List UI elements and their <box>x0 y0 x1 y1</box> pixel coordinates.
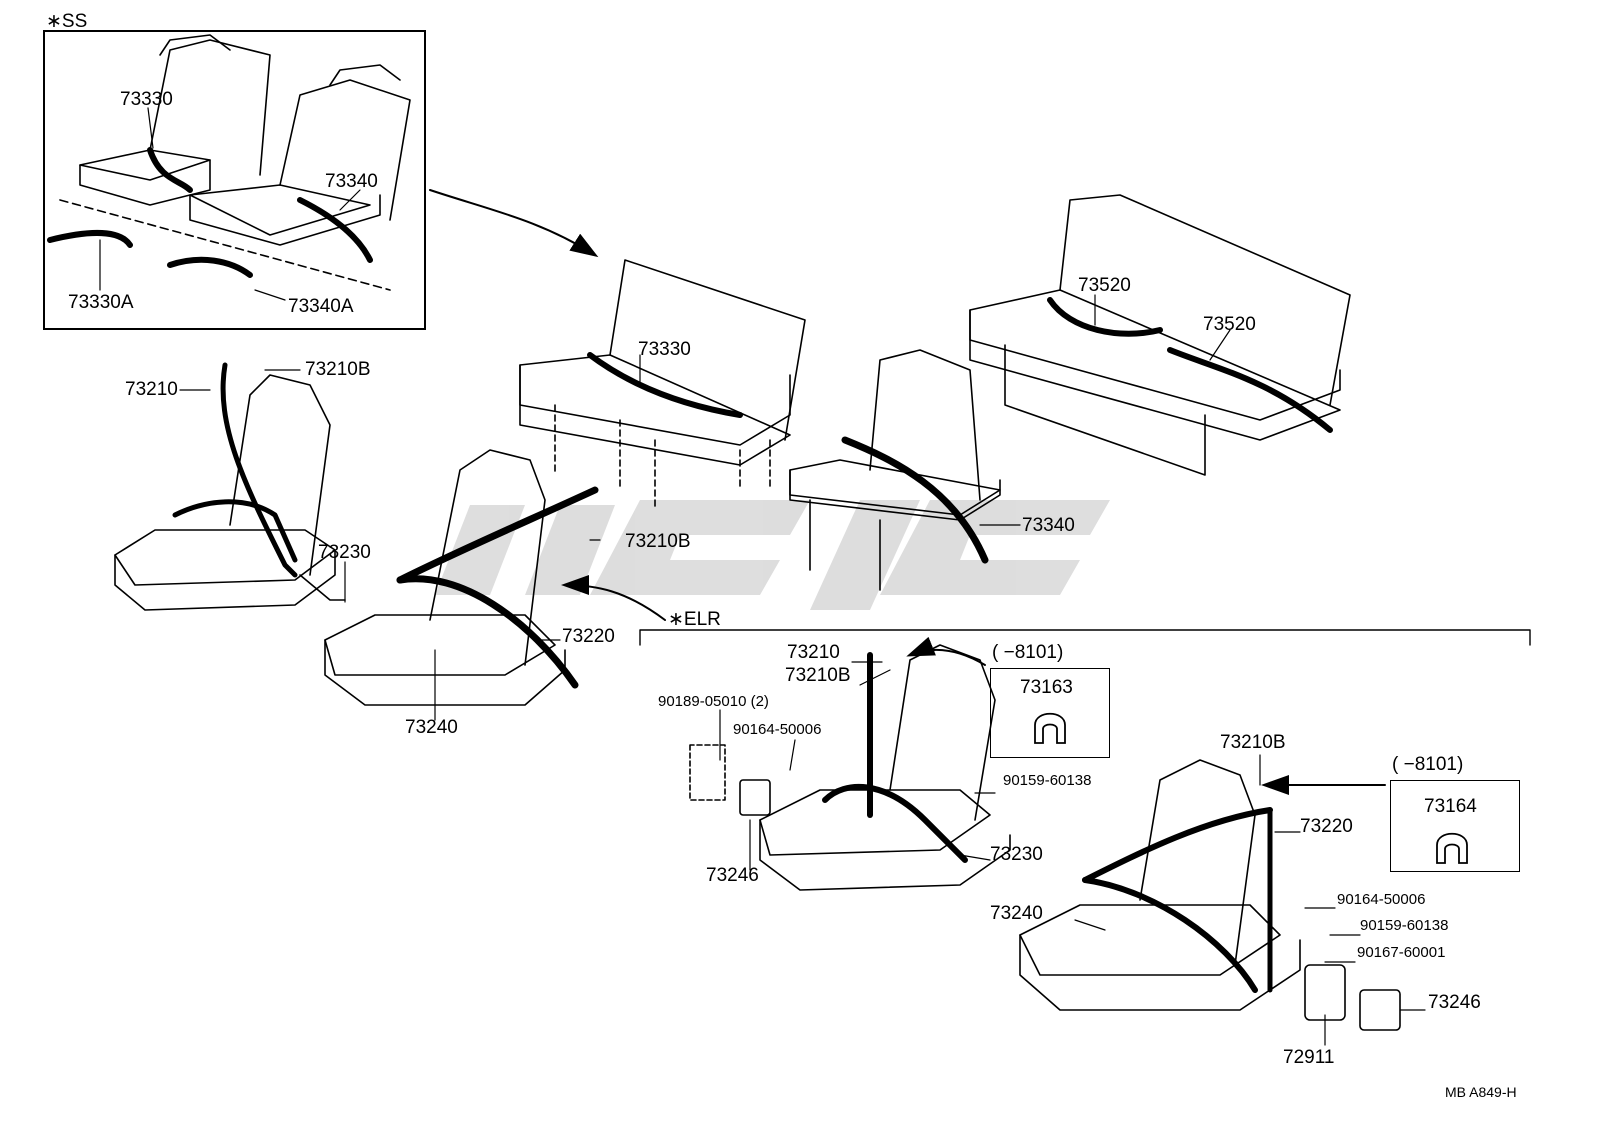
part-label-90164-50006: 90164-50006 <box>733 721 822 738</box>
ss-inset-frame <box>43 30 426 330</box>
part-label-90167-60001: 90167-60001 <box>1357 944 1446 961</box>
rear-bench-drawing <box>519 259 806 511</box>
third-row-bench-drawing <box>969 194 1351 476</box>
part-label-73240: 73240 <box>405 717 458 738</box>
note-box-73163 <box>990 668 1110 758</box>
arrow-elr-left-detail <box>906 636 986 666</box>
part-label-73246-elr: 73246 <box>706 865 759 886</box>
part-label-73330: 73330 <box>120 89 173 110</box>
part-label-73230: 73230 <box>318 542 371 563</box>
part-label-73210b-elr: 73210B <box>785 665 851 686</box>
elr-bracket-line <box>639 629 1531 646</box>
part-label-73520-right: 73520 <box>1203 314 1256 335</box>
front-left-seat-drawing <box>114 362 346 611</box>
part-label-73210b-elr-right: 73210B <box>1220 732 1286 753</box>
elr-right-seat-drawing <box>1019 759 1401 1031</box>
part-label-73220: 73220 <box>562 626 615 647</box>
part-label-73240-elr: 73240 <box>990 903 1043 924</box>
part-label-90159-60138-right: 90159-60138 <box>1360 917 1449 934</box>
arrow-elr-to-front <box>561 575 666 621</box>
diagram-code: MB A849-H <box>1445 1084 1517 1100</box>
leader-lines <box>99 107 1426 1046</box>
part-label-72911: 72911 <box>1283 1047 1335 1068</box>
part-label-73330-bench: 73330 <box>638 339 691 360</box>
front-right-seat-drawing <box>324 449 599 706</box>
elr-note: ∗ELR <box>668 609 721 630</box>
elr-left-seat-drawing <box>689 644 1011 891</box>
part-label-90164-50006-right: 90164-50006 <box>1337 891 1426 908</box>
part-label-73164: 73164 <box>1424 796 1477 817</box>
part-label-73340: 73340 <box>325 171 378 192</box>
note-range-73164: ( −8101) <box>1392 754 1464 775</box>
part-label-73210-elr: 73210 <box>787 642 840 663</box>
part-label-73210: 73210 <box>125 379 178 400</box>
clip-icon <box>1034 712 1066 744</box>
note-range-73163: ( −8101) <box>992 642 1064 663</box>
note-box-73164 <box>1390 780 1520 872</box>
part-label-73340a: 73340A <box>288 296 354 317</box>
rear-single-seat-drawing <box>789 349 1001 591</box>
part-label-73520-left: 73520 <box>1078 275 1131 296</box>
part-label-73330a: 73330A <box>68 292 134 313</box>
part-label-73210b-front: 73210B <box>625 531 691 552</box>
part-label-73340-single: 73340 <box>1022 515 1075 536</box>
ss-inset-drawing <box>47 34 411 291</box>
ss-note: ∗SS <box>46 11 88 32</box>
part-label-73220-elr: 73220 <box>1300 816 1353 837</box>
clip-icon <box>1436 832 1468 864</box>
part-label-73210b: 73210B <box>305 359 371 380</box>
watermark-logo <box>435 500 1110 610</box>
part-label-90189-05010: 90189-05010 (2) <box>658 693 769 710</box>
part-label-73163: 73163 <box>1020 677 1073 698</box>
part-label-73230-elr: 73230 <box>990 844 1043 865</box>
part-label-90159-60138: 90159-60138 <box>1003 772 1092 789</box>
part-label-73246-right: 73246 <box>1428 992 1481 1013</box>
arrow-ss-to-bench <box>429 189 599 258</box>
